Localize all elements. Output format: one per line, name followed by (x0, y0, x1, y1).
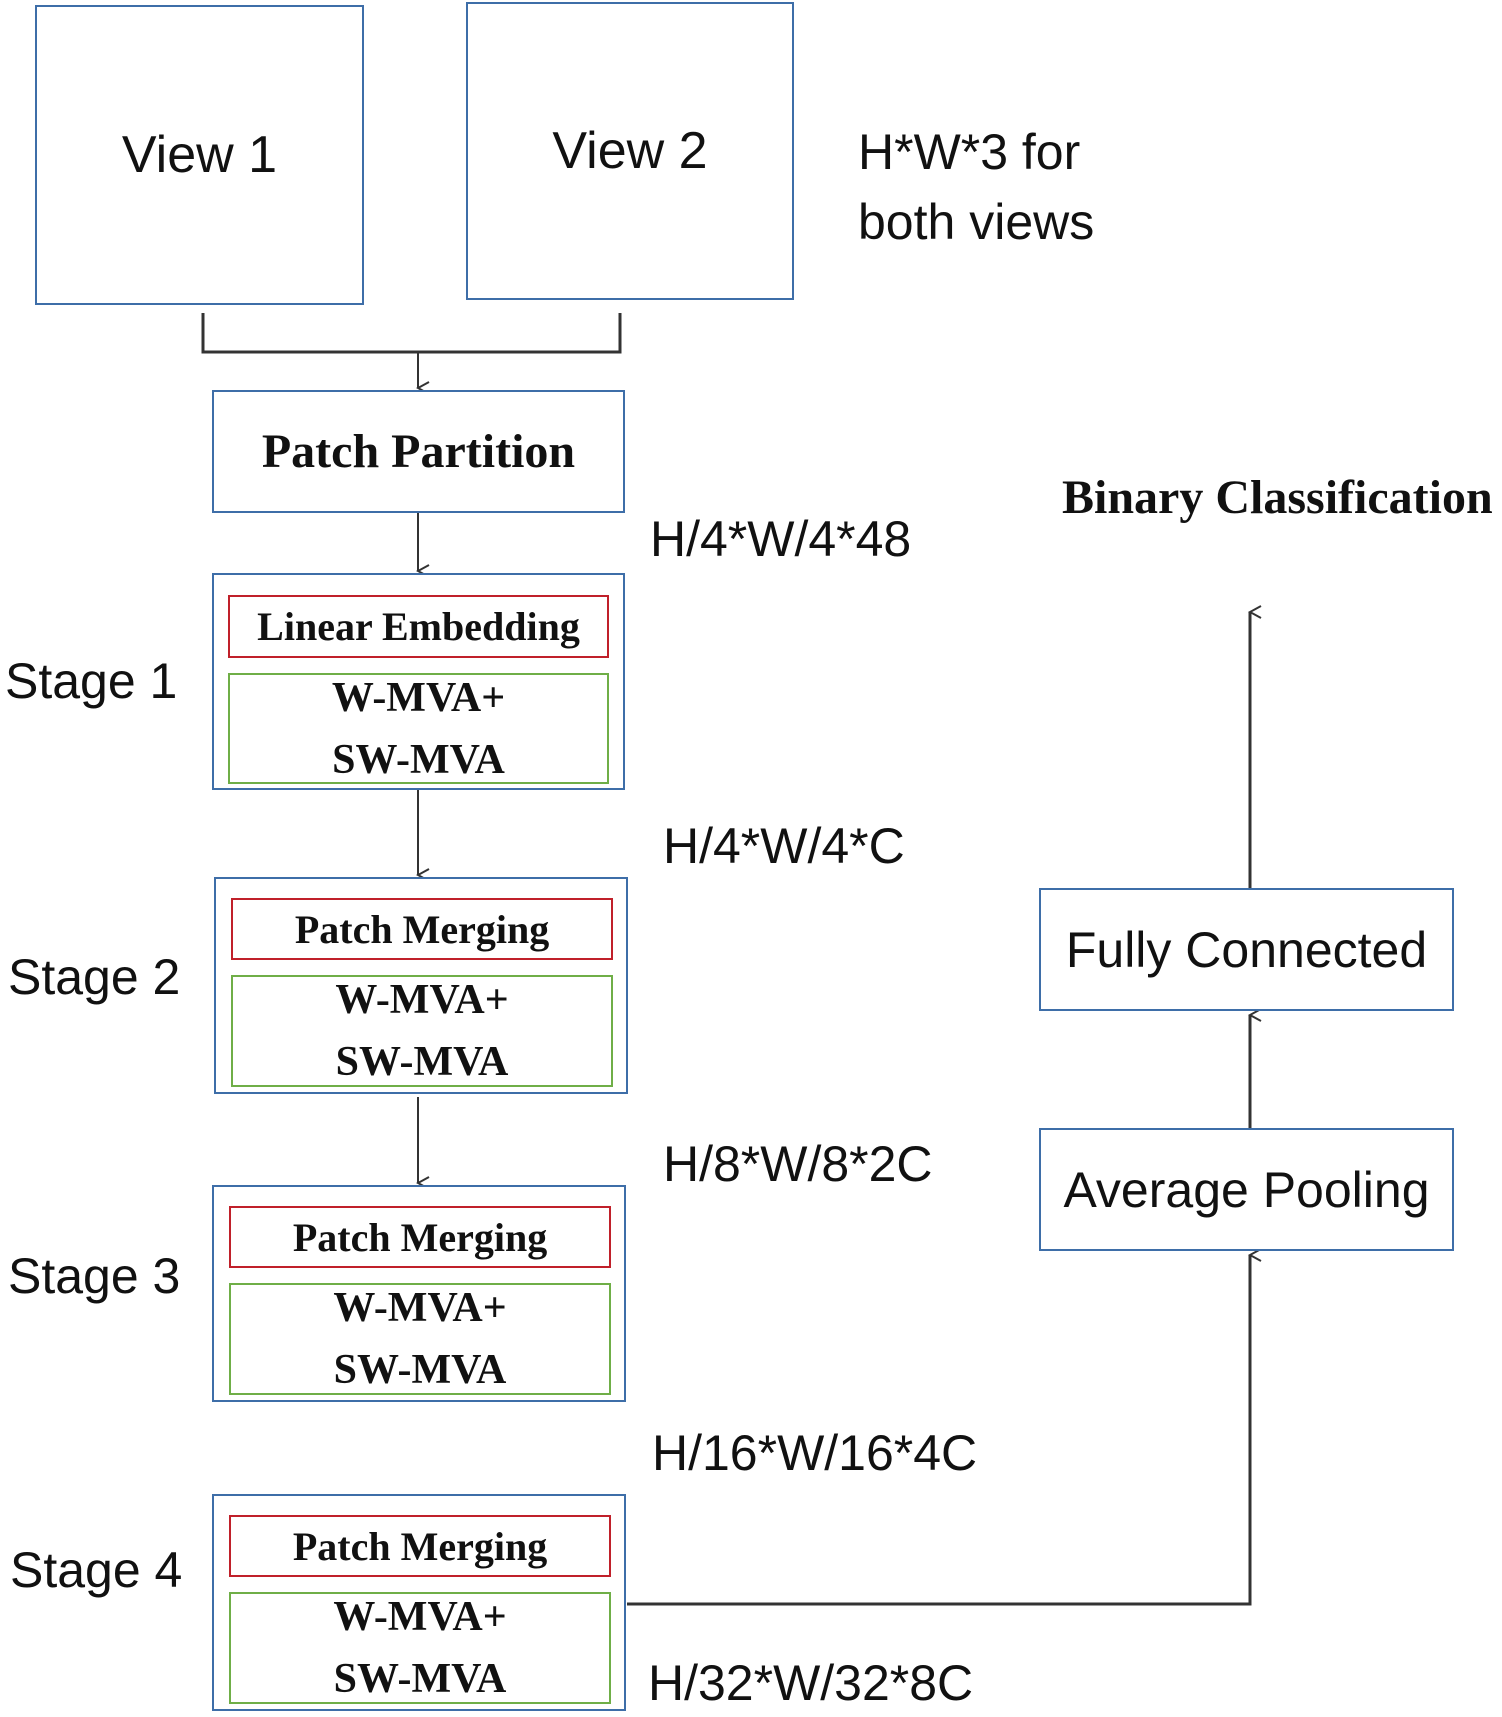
views-merge-bracket (201, 313, 622, 354)
stage2-attention-block: W-MVA+ SW-MVA (231, 975, 613, 1087)
view1-label: View 1 (121, 126, 278, 184)
stage1-attention-block: W-MVA+ SW-MVA (228, 673, 609, 784)
dim-after-stage3: H/16*W/16*4C (652, 1425, 978, 1481)
dim-after-stage2: H/8*W/8*2C (663, 1136, 933, 1192)
stage1-attn-line1: W-MVA+ (331, 674, 506, 721)
stage4-attention-block: W-MVA+ SW-MVA (229, 1592, 611, 1704)
patch-partition-box: Patch Partition (212, 390, 625, 513)
stage4-to-pooling-line (627, 1255, 1250, 1606)
stage2-patch-merging: Patch Merging (231, 898, 613, 960)
stage1-label: Stage 1 (5, 653, 178, 709)
stage3-top-block-label: Patch Merging (292, 1214, 548, 1260)
average-pooling-box: Average Pooling (1039, 1128, 1454, 1251)
stage4-attn-line1: W-MVA+ (333, 1594, 507, 1640)
stage1-top-block-label: Linear Embedding (257, 604, 580, 649)
view2-label: View 2 (552, 122, 708, 180)
dim-after-stage1: H/4*W/4*C (663, 818, 905, 874)
stage3-attn-line1: W-MVA+ (333, 1285, 507, 1331)
patch-partition-label: Patch Partition (261, 425, 576, 478)
stage2-label: Stage 2 (8, 949, 181, 1005)
stage3-attn-line2: SW-MVA (333, 1347, 507, 1393)
stage4-top-block-label: Patch Merging (292, 1523, 548, 1569)
stage3-label: Stage 3 (8, 1248, 181, 1304)
view1-box: View 1 (35, 5, 364, 305)
stage4-attn-line2: SW-MVA (333, 1656, 507, 1702)
stage2-attn-line2: SW-MVA (335, 1039, 509, 1085)
stage1-linear-embedding: Linear Embedding (228, 595, 609, 658)
stage1-attn-line2: SW-MVA (332, 736, 505, 783)
view2-box: View 2 (466, 2, 794, 300)
stage2-attn-line1: W-MVA+ (335, 977, 509, 1023)
fully-connected-label: Fully Connected (1065, 921, 1428, 978)
input-shape-note: H*W*3 for both views (858, 117, 1094, 257)
stage2-box: Patch Merging W-MVA+ SW-MVA (214, 877, 628, 1094)
dim-after-partition: H/4*W/4*48 (650, 511, 912, 567)
dim-after-stage4: H/32*W/32*8C (648, 1655, 974, 1711)
stage3-attention-block: W-MVA+ SW-MVA (229, 1283, 611, 1395)
fully-connected-box: Fully Connected (1039, 888, 1454, 1011)
stage4-box: Patch Merging W-MVA+ SW-MVA (212, 1494, 626, 1711)
stage3-box: Patch Merging W-MVA+ SW-MVA (212, 1185, 626, 1402)
stage4-label: Stage 4 (10, 1542, 183, 1598)
stage2-top-block-label: Patch Merging (294, 906, 550, 952)
average-pooling-label: Average Pooling (1063, 1161, 1430, 1218)
output-label: Binary Classification (1062, 471, 1493, 524)
input-shape-line2: both views (858, 194, 1095, 250)
stage4-patch-merging: Patch Merging (229, 1515, 611, 1577)
stage3-patch-merging: Patch Merging (229, 1206, 611, 1268)
input-shape-line1: H*W*3 for (858, 124, 1081, 180)
stage1-box: Linear Embedding W-MVA+ SW-MVA (212, 573, 625, 790)
